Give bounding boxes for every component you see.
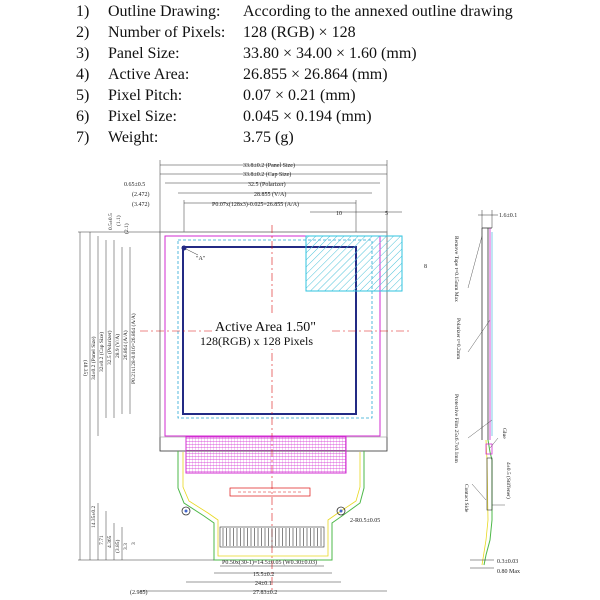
label-remove-tape: Remove Tape t=0.15mm Max bbox=[453, 236, 459, 302]
contact-pins bbox=[219, 526, 325, 548]
dim-tail-14-35: 14.35±0.2 bbox=[91, 505, 97, 528]
spec-value: 0.045 × 0.194 (mm) bbox=[243, 108, 372, 125]
spec-number: 5) bbox=[76, 87, 90, 104]
spec-value: 3.75 (g) bbox=[243, 129, 294, 146]
left-dimensions bbox=[78, 231, 214, 561]
dim-hatch-height: 8 bbox=[424, 264, 427, 270]
dim-row-pitch: P0.21x128-0.016=26.864 (A/A) bbox=[130, 313, 137, 384]
mount-hole-left bbox=[181, 506, 191, 516]
label-stiffener: 4±0.5 (Stiffener) bbox=[505, 462, 512, 499]
spec-label: Outline Drawing: bbox=[108, 3, 221, 20]
spec-row-outline: 1) Outline Drawing: According to the ann… bbox=[0, 1, 600, 22]
dim-polarizer: 32.5 (Polarizer) bbox=[248, 181, 286, 188]
side-view bbox=[467, 210, 505, 569]
top-dimensions bbox=[159, 160, 402, 232]
spec-value: 0.07 × 0.21 (mm) bbox=[243, 87, 356, 104]
dim-aa-offset: (3.472) bbox=[132, 201, 150, 208]
label-polarizer: Polarizer t=0.2mm bbox=[455, 318, 461, 360]
dim-tail-3-85: (3.85) bbox=[114, 540, 121, 553]
spec-number: 4) bbox=[76, 66, 90, 83]
dim-fpc-15-5: 15.5±0.2 bbox=[253, 572, 274, 578]
spec-value: 26.855 × 26.864 (mm) bbox=[243, 66, 388, 83]
label-contact-side: Contact Side bbox=[463, 484, 469, 513]
dim-panel-height: 34±0.2 (Panel Size) bbox=[90, 336, 97, 380]
label-glue: Glue bbox=[501, 428, 507, 439]
dim-tail-7-71: 7.71 bbox=[99, 535, 105, 545]
dim-cap-size: 33.8±0.2 (Cap Size) bbox=[243, 171, 291, 178]
bonding-area bbox=[185, 436, 347, 474]
spec-row-active-area: 4) Active Area: 26.855 × 26.864 (mm) bbox=[0, 64, 600, 85]
dim-tail-3-3: 3.3 bbox=[123, 543, 129, 550]
dim-left-small-3: (2.1) bbox=[123, 223, 130, 234]
marker-a-dot bbox=[181, 245, 187, 251]
panel-outline bbox=[159, 231, 388, 452]
dim-aa: P0.07x(128x3)-0.025=26.855 (A/A) bbox=[212, 201, 299, 208]
dim-panel-size: 33.8±0.2 (Panel Size) bbox=[243, 162, 295, 169]
active-area-pixels: 128(RGB) x 128 Pixels bbox=[200, 334, 313, 348]
spec-label: Pixel Pitch: bbox=[108, 87, 183, 104]
dim-va: 28.855 (V/A) bbox=[254, 191, 286, 198]
hatched-tape-area bbox=[305, 235, 403, 292]
mount-hole-left-center bbox=[184, 509, 188, 513]
dim-hatch-offset: 5 bbox=[385, 211, 388, 217]
spec-label: Panel Size: bbox=[108, 45, 180, 62]
spec-value: According to the annexed outline drawing bbox=[243, 3, 513, 20]
active-area-label-bg bbox=[213, 316, 332, 349]
spec-number: 1) bbox=[76, 3, 90, 20]
dim-polarizer-offset: 0.65±0.5 bbox=[124, 182, 145, 188]
spec-row-pixel-size: 6) Pixel Size: 0.045 × 0.194 (mm) bbox=[0, 106, 600, 127]
spec-label: Number of Pixels: bbox=[108, 24, 226, 41]
dim-va-offset: (2.472) bbox=[132, 191, 150, 198]
spec-row-weight: 7) Weight: 3.75 (g) bbox=[0, 127, 600, 148]
active-area-title: Active Area 1.50" bbox=[215, 320, 316, 335]
mount-hole-right bbox=[336, 506, 346, 516]
dim-hatch-width: 10 bbox=[336, 211, 342, 217]
spec-number: 7) bbox=[76, 129, 90, 146]
dim-cap-height: 32±0.2 (Cap Size) bbox=[98, 332, 105, 372]
spec-number: 3) bbox=[76, 45, 90, 62]
spec-value: 33.80 × 34.00 × 1.60 (mm) bbox=[243, 45, 417, 62]
spec-number: 2) bbox=[76, 24, 90, 41]
dim-pin-pitch: P0.50x(30-1)=14.5±0.05 (W0.30±0.03) bbox=[222, 559, 317, 566]
dim-hole-radius: 2-R0.5±0.05 bbox=[350, 518, 380, 524]
dim-fpc-thickness: 0.3±0.03 bbox=[497, 559, 518, 565]
dim-side-thickness: 1.6±0.1 bbox=[499, 213, 517, 219]
spec-label: Weight: bbox=[108, 129, 159, 146]
spec-number: 6) bbox=[76, 108, 90, 125]
dim-total-label: (48.35) bbox=[82, 360, 89, 376]
marker-a-label: "A" bbox=[196, 256, 206, 262]
dim-left-small-2: (1.1) bbox=[115, 215, 122, 226]
spec-row-pixels: 2) Number of Pixels: 128 (RGB) × 128 bbox=[0, 22, 600, 43]
bottom-dimensions bbox=[140, 565, 387, 592]
dim-fpc-27-83: 27.83±0.2 bbox=[253, 590, 277, 596]
spec-row-panel-size: 3) Panel Size: 33.80 × 34.00 × 1.60 (mm) bbox=[0, 43, 600, 64]
dim-fpc-max: 0.80 Max bbox=[497, 569, 520, 575]
spec-value: 128 (RGB) × 128 bbox=[243, 24, 356, 41]
dim-va-height: 28.9 (V/A) bbox=[114, 334, 121, 358]
spec-row-pixel-pitch: 5) Pixel Pitch: 0.07 × 0.21 (mm) bbox=[0, 85, 600, 106]
specification-list: 1) Outline Drawing: According to the ann… bbox=[0, 0, 600, 150]
dim-fpc-24: 24±0.1 bbox=[255, 581, 272, 587]
dim-left-small-1: 0.5±0.5 bbox=[108, 213, 114, 230]
label-protective-film: Protective Film 25x6.7x0.1mm bbox=[453, 394, 459, 463]
dim-fpc-offset: (2.985) bbox=[130, 589, 148, 596]
mount-hole-right-center bbox=[339, 509, 343, 513]
fpc-outline bbox=[177, 451, 365, 561]
dim-polarizer-height: 32.5 (Polarizer) bbox=[106, 330, 113, 365]
spec-label: Active Area: bbox=[108, 66, 190, 83]
dim-tail-3: 3 bbox=[131, 542, 137, 545]
dim-aa-height: 26.864 (A/A) bbox=[122, 330, 129, 360]
dim-tail-4-365: 4.365 bbox=[107, 535, 113, 548]
spec-label: Pixel Size: bbox=[108, 108, 177, 125]
